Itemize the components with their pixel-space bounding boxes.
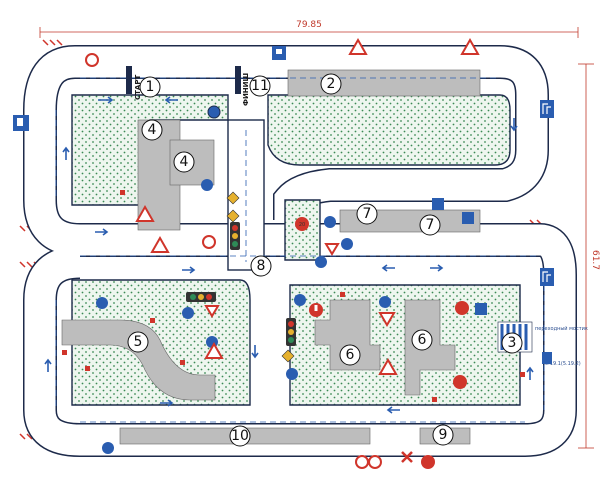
- round-blue-sign-icon: [324, 216, 336, 228]
- zone-7a: 7: [356, 203, 378, 225]
- yellow-diamond-sign-icon: [226, 191, 240, 205]
- svg-text:5: 5: [134, 334, 143, 350]
- traffic-light-icon: [186, 292, 216, 302]
- svg-text:9: 9: [439, 427, 448, 443]
- prohibition-sign-icon: [355, 455, 369, 469]
- round-blue-sign-icon: [102, 442, 114, 454]
- zone-11: 11: [249, 75, 271, 97]
- blue-info-sign-icon: [462, 212, 474, 224]
- svg-text:8: 8: [257, 258, 266, 274]
- crosswalk-sign-code: 5.19.1(5.19.2): [545, 361, 581, 367]
- red-round-sign-icon: [453, 375, 467, 389]
- yellow-diamond-sign-icon: [281, 349, 295, 363]
- round-blue-sign-icon: [96, 297, 108, 309]
- pad-zone-6b: [404, 299, 456, 396]
- width-label: 79.85: [296, 20, 322, 30]
- width-dimension: 79.85: [39, 20, 579, 38]
- road-network: [23, 45, 577, 457]
- svg-text:3: 3: [508, 335, 517, 351]
- crosswalk-label: переходный мостик: [535, 325, 588, 332]
- zone-4a: 4: [141, 119, 163, 141]
- warning-sign-icon: [348, 37, 368, 55]
- red-round-sign-icon: [421, 455, 435, 469]
- yield-sign-icon: [324, 243, 340, 256]
- round-blue-sign-icon: [201, 179, 213, 191]
- zone-labels: 1 2 3 4 4 5 6 6 7 7 8 9 10 11: [127, 73, 523, 447]
- traffic-light-icon: [286, 318, 296, 346]
- svg-text:2: 2: [327, 76, 336, 92]
- blue-info-sign-icon: [475, 303, 487, 315]
- lane-sign-icon: [540, 100, 554, 118]
- blue-info-sign-icon: [542, 352, 552, 364]
- prohibition-sign-icon: [85, 53, 99, 67]
- red-round-sign-icon: [309, 303, 323, 317]
- zone-6b: 6: [411, 329, 433, 351]
- blue-info-sign-icon: [272, 46, 286, 60]
- finish-label: ФИНИШ: [242, 73, 250, 106]
- warning-sign-icon: [204, 341, 224, 359]
- svg-text:10: 10: [231, 428, 249, 444]
- svg-text:4: 4: [180, 154, 189, 170]
- height-label: 61.7: [590, 250, 600, 270]
- round-blue-sign-icon: [207, 105, 221, 119]
- zone-3: 3: [501, 332, 523, 354]
- gray-pads: [61, 69, 481, 445]
- warning-sign-icon: [460, 37, 480, 55]
- round-blue-sign-icon: [182, 307, 194, 319]
- svg-text:6: 6: [418, 332, 427, 348]
- svg-text:7: 7: [426, 217, 435, 233]
- yield-sign-icon: [378, 312, 396, 327]
- stop-sign-icon: 20: [295, 217, 309, 231]
- svg-text:1: 1: [146, 79, 155, 95]
- zone-2: 2: [320, 73, 342, 95]
- red-square-marker-icon: [62, 190, 525, 402]
- zone-7b: 7: [419, 214, 441, 236]
- svg-text:20: 20: [299, 222, 305, 228]
- blue-info-sign-icon: [432, 198, 444, 210]
- cross-sign-icon: [401, 451, 413, 463]
- zone-10: 10: [229, 425, 251, 447]
- start-finish-markings: СТАРТ ФИНИШ: [126, 66, 250, 106]
- round-blue-sign-icon: [286, 368, 298, 380]
- svg-text:4: 4: [148, 122, 157, 138]
- round-blue-sign-icon: [294, 294, 306, 306]
- red-round-sign-icon: [455, 301, 469, 315]
- prohibition-sign-icon: [368, 455, 382, 469]
- height-dimension: 61.7: [578, 63, 600, 449]
- start-label: СТАРТ: [134, 75, 142, 100]
- road-signs: 20: [13, 37, 554, 469]
- zone-9: 9: [432, 424, 454, 446]
- warning-sign-icon: [150, 235, 170, 253]
- traffic-light-icon: [230, 222, 240, 250]
- blue-info-sign-icon: [13, 115, 29, 131]
- svg-text:7: 7: [363, 206, 372, 222]
- warning-sign-icon: [378, 357, 398, 375]
- zone-1: 1: [139, 76, 161, 98]
- round-blue-sign-icon: [315, 256, 327, 268]
- lane-sign-icon: [540, 268, 554, 286]
- round-blue-sign-icon: [341, 238, 353, 250]
- warning-sign-icon: [135, 204, 155, 222]
- direction-arrows: [44, 96, 534, 414]
- yield-sign-icon: [204, 305, 220, 318]
- yellow-diamond-sign-icon: [226, 209, 240, 223]
- traffic-lights: [186, 222, 296, 346]
- svg-text:11: 11: [251, 78, 269, 94]
- pad-zone-5: [61, 319, 216, 401]
- zone-6a: 6: [339, 344, 361, 366]
- prohibition-sign-icon: [202, 235, 216, 249]
- zone-5: 5: [127, 331, 149, 353]
- pad-zone-6a: [314, 299, 381, 371]
- round-blue-sign-icon: [379, 296, 391, 308]
- zone-8: 8: [250, 255, 272, 277]
- svg-text:6: 6: [346, 347, 355, 363]
- zone-4b: 4: [173, 151, 195, 173]
